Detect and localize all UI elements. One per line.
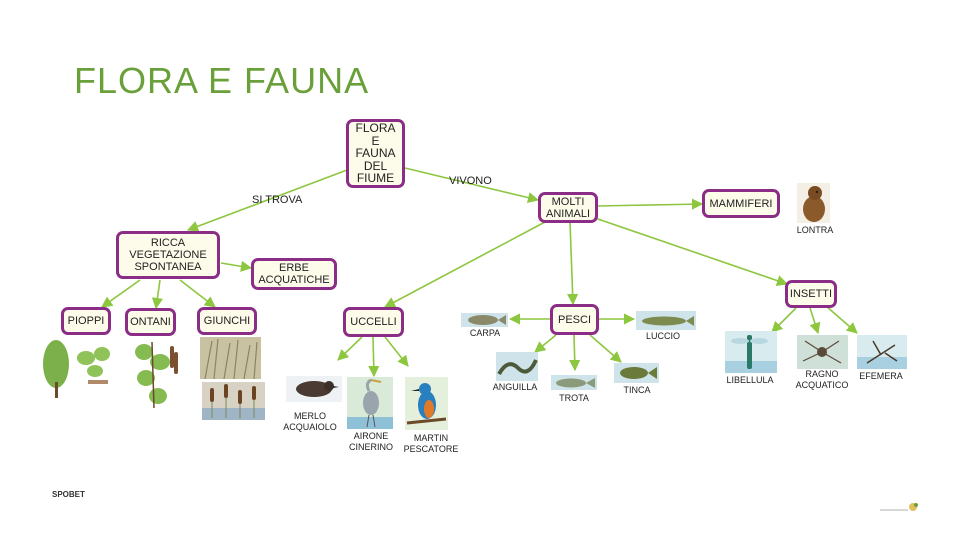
arrow-animali-pesci (567, 221, 579, 306)
arrow-veg-pioppi (101, 279, 141, 308)
node-giunchi: GIUNCHI (197, 307, 257, 335)
node-pioppi: PIOPPI (61, 307, 111, 335)
page-title: FLORA E FAUNA (74, 60, 370, 101)
dragonfly-picture (725, 331, 777, 373)
dipper-picture (286, 376, 342, 402)
arrow-insetti-ragno (809, 307, 821, 335)
publisher-logo (878, 500, 920, 514)
carp-picture (461, 313, 508, 327)
heron-picture (347, 377, 393, 429)
node-uccelli: UCCELLI (343, 307, 404, 337)
pike-picture (636, 311, 696, 330)
caption-tinca: TINCA (623, 385, 651, 395)
tench-picture (614, 363, 659, 383)
arrow-root-animali (404, 167, 540, 204)
caption-merlo-acquaiolo: MERLO ACQUAIOLO (283, 411, 337, 432)
caption-lontra: LONTRA (796, 225, 834, 235)
eel-picture (496, 352, 538, 381)
arrow-insetti-efemera (825, 305, 858, 334)
trout-picture (551, 375, 597, 390)
edge-label-si-trova: SI TROVA (252, 194, 303, 206)
kingfisher-picture (405, 377, 448, 430)
arrow-pesci-trota (569, 334, 581, 372)
caption-carpa: CARPA (469, 328, 501, 338)
arrow-root-vegetazione (186, 169, 348, 232)
arrow-insetti-libellula (771, 307, 797, 333)
node-ontani: ONTANI (125, 308, 176, 336)
arrow-veg-erbe (220, 260, 253, 272)
node-ricca-vegetazione: RICCA VEGETAZIONE SPONTANEA (116, 231, 220, 279)
arrow-animali-uccelli (384, 221, 546, 308)
caption-martin-pescatore: MARTIN PESCATORE (403, 433, 459, 454)
edge-label-vivono: VIVONO (449, 175, 492, 187)
otter-picture (797, 183, 830, 223)
node-mammiferi: MAMMIFERI (702, 189, 780, 218)
footer-text: SPOBET (52, 490, 85, 499)
caption-libellula: LIBELLULA (726, 375, 774, 385)
arrow-veg-ontani (151, 279, 163, 310)
arrow-uccelli-airone (368, 336, 380, 378)
water-spider-picture (797, 335, 848, 369)
arrow-pesci-anguilla (534, 334, 557, 353)
node-molti-animali: MOLTI ANIMALI (538, 192, 598, 223)
arrow-animali-insetti (594, 217, 789, 287)
node-erbe-acquatiche: ERBE ACQUATICHE (251, 258, 337, 290)
cattail-picture (202, 382, 265, 420)
caption-efemera: EFEMERA (859, 371, 903, 381)
poplar-picture (40, 338, 118, 400)
arrow-veg-giunchi (179, 279, 216, 308)
arrow-animali-mammiferi (596, 198, 704, 210)
node-pesci: PESCI (550, 304, 599, 335)
node-insetti: INSETTI (785, 280, 837, 308)
arrow-pesci-tinca (589, 334, 622, 363)
mayfly-picture (857, 335, 907, 369)
caption-anguilla: ANGUILLA (492, 382, 538, 392)
caption-trota: TROTA (559, 393, 589, 403)
caption-airone-cinerino: AIRONE CINERINO (348, 431, 393, 452)
caption-luccio: LUCCIO (645, 331, 680, 341)
caption-ragno-acquatico: RAGNO ACQUATICO (795, 369, 849, 390)
alder-picture (128, 338, 180, 410)
node-flora-fauna-fiume: FLORA E FAUNA DEL FIUME (346, 119, 405, 188)
rushes-picture (200, 337, 261, 379)
arrow-uccelli-merlo (337, 336, 363, 361)
arrow-uccelli-martin (384, 336, 409, 367)
